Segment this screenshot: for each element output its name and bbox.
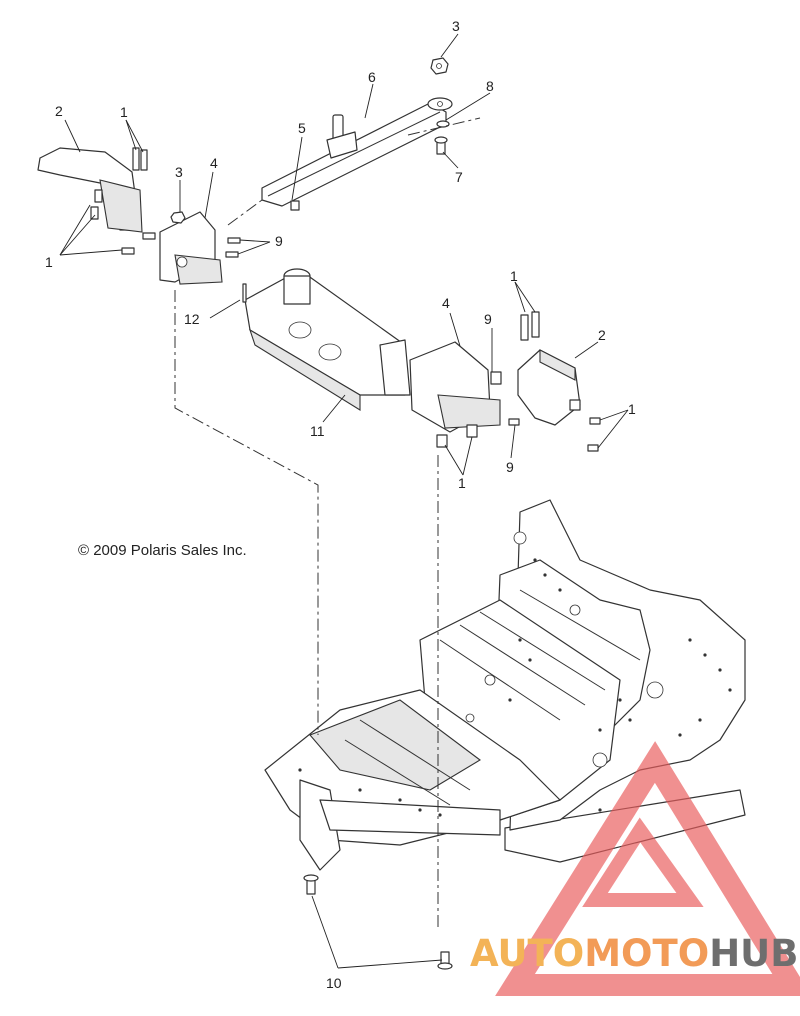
- callout-5: 5: [298, 120, 306, 136]
- callout-9-right-top: 9: [484, 311, 492, 327]
- steering-tube-assembly: [261, 57, 453, 211]
- right-bracket: [517, 311, 601, 452]
- automotohub-watermark: AUTOMOTOHUB: [470, 741, 800, 996]
- watermark-triangle-icon: [495, 741, 800, 996]
- center-housing: [242, 268, 411, 411]
- callout-3-left: 3: [175, 164, 183, 180]
- watermark-hub: HUB: [709, 932, 798, 975]
- chassis-frame: [264, 499, 746, 871]
- alignment-lines: [174, 117, 481, 930]
- callout-1-bottom: 1: [458, 475, 466, 491]
- callout-labels: 3 6 8 5 7 2 1 3 4 9 1 12 11 4 9 1 2 1 1 …: [45, 18, 636, 991]
- right-mount: [409, 341, 520, 448]
- watermark-moto: MOTO: [584, 932, 709, 975]
- callout-12: 12: [184, 311, 200, 327]
- callout-2-right: 2: [598, 327, 606, 343]
- callout-4-right: 4: [442, 295, 450, 311]
- bottom-bolts: [303, 874, 453, 970]
- callout-10: 10: [326, 975, 342, 991]
- leader-lines: [59, 33, 629, 969]
- callout-1-left: 1: [45, 254, 53, 270]
- callout-9-bottom: 9: [506, 459, 514, 475]
- callout-8: 8: [486, 78, 494, 94]
- svg-text:AUTOMOTOHUB: AUTOMOTOHUB: [470, 932, 798, 975]
- callout-9-left: 9: [275, 233, 283, 249]
- left-mount: [121, 211, 241, 285]
- callout-7: 7: [455, 169, 463, 185]
- callout-6: 6: [368, 69, 376, 85]
- left-bracket: [37, 147, 148, 233]
- callout-3-top: 3: [452, 18, 460, 34]
- callout-1-top-left: 1: [120, 104, 128, 120]
- watermark-auto: AUTO: [470, 932, 584, 975]
- callout-2-left: 2: [55, 103, 63, 119]
- callout-11: 11: [310, 423, 325, 439]
- callout-1-right: 1: [628, 401, 636, 417]
- callout-1-right-top: 1: [510, 268, 518, 284]
- callout-4-left: 4: [210, 155, 218, 171]
- copyright-notice: © 2009 Polaris Sales Inc.: [78, 542, 247, 559]
